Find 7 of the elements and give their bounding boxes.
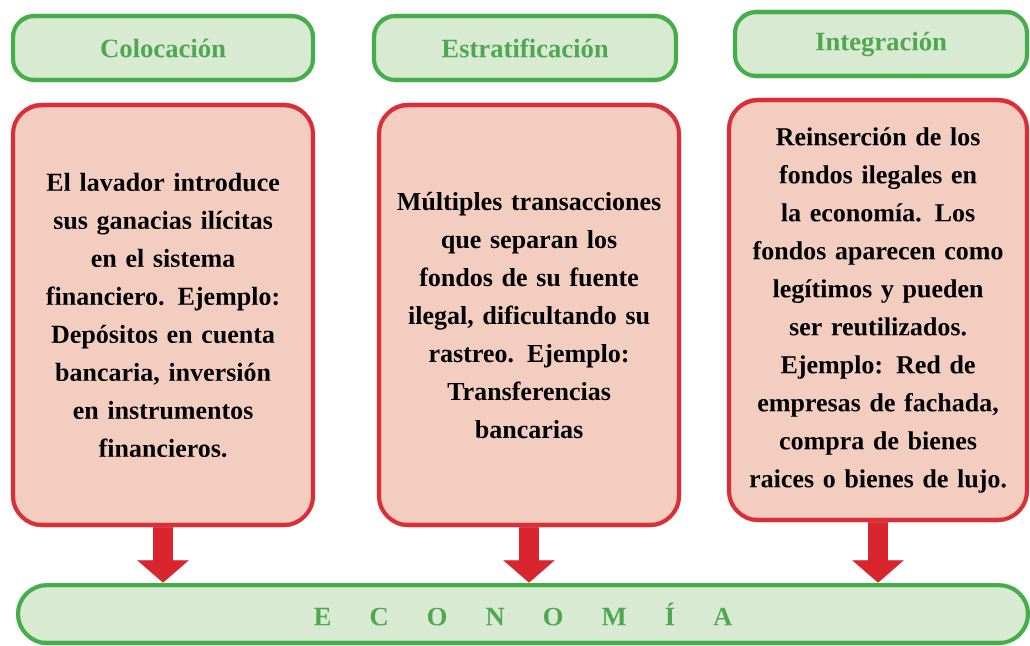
description-box: Múltiples transacciones que separan los fondos de su fuente ilegal, dificultando su rastreo. Ejemplo: Transferencias bancarias [376,102,682,528]
stage-header: Estratificación [371,13,679,83]
description-box: El lavador introduce sus ganacias ilícitas en el sistema financiero. Ejemplo: Depósitos en cuenta bancaria, inversión en instrumentos financieros. [10,102,316,528]
description-box: Reinserción de los fondos ilegales en la economía. Los fondos aparecen como legítimos y pueden ser reutilizados. Ejemplo: Red de empresas de fachada, compra de bienes raices o bienes de lujo. [726,97,1030,523]
economy-band: E C O N O M Í A [15,582,1030,646]
stage-header: Colocación [10,13,316,83]
stage-header: Integración [732,9,1030,79]
